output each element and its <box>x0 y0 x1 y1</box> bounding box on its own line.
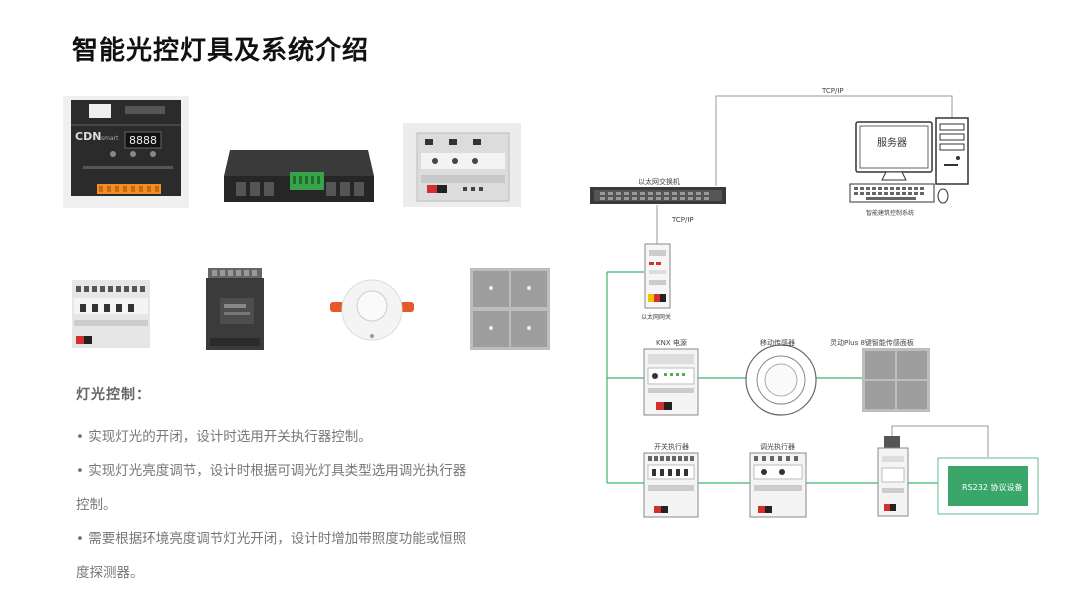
brand-sub-text: smart <box>101 135 119 142</box>
gateway-label: 以太网网关 <box>641 313 671 321</box>
page-title: 智能光控灯具及系统介绍 <box>72 36 370 66</box>
dimmer-label: 调光执行器 <box>760 442 795 451</box>
rs232-device <box>937 457 1039 515</box>
description-heading: 灯光控制： <box>76 387 151 403</box>
description-line-1: • 实现灯光的开闭，设计时选用开关执行器控制。 <box>76 429 372 445</box>
brand-text: CDN <box>75 130 101 143</box>
product-actuator <box>72 280 150 348</box>
display-digits: 8888 <box>129 134 157 147</box>
switch-actuator-label: 开关执行器 <box>654 442 689 451</box>
dimmer-actuator <box>749 452 807 518</box>
knx-power-supply <box>643 348 699 416</box>
product-power-supply <box>204 268 266 350</box>
description-line-2: • 实现灯光亮度调节，设计时根据可调光灯具类型选用调光执行器 <box>76 463 467 479</box>
rs232-label: RS232 协议设备 <box>962 482 1022 492</box>
tcpip-line-top <box>715 95 953 186</box>
ethernet-gateway <box>644 243 671 309</box>
lighting-control-description: 灯光控制： • 实现灯光的开闭，设计时选用开关执行器控制。 • 实现灯光亮度调节… <box>76 384 496 590</box>
smart-panel <box>862 348 930 412</box>
rs232-link-line <box>891 425 989 457</box>
motion-sensor <box>745 344 817 416</box>
description-line-3: 控制。 <box>76 497 117 513</box>
product-din-module: CDN smart 8888 <box>63 96 189 208</box>
server-label: 服务器 <box>877 136 907 149</box>
product-dark-controller <box>222 146 376 208</box>
server-caption: 智能建筑控制系统 <box>866 209 914 217</box>
knx-power-label: KNX 电源 <box>656 338 687 347</box>
product-4-key-panel <box>470 268 550 350</box>
motion-sensor-label: 移动传感器 <box>760 338 795 347</box>
description-line-5: 度探测器。 <box>76 565 144 581</box>
product-grey-module <box>403 123 521 207</box>
product-ceiling-sensor <box>328 272 416 348</box>
rs232-gateway <box>877 436 909 517</box>
tcpip-mid-label: TCP/IP <box>671 216 694 224</box>
server-workstation <box>849 117 969 204</box>
switch-label: 以太网交换机 <box>638 177 680 186</box>
ethernet-switch <box>590 187 726 204</box>
description-line-4: • 需要根据环境亮度调节灯光开闭，设计时增加带照度功能或恒照 <box>76 531 467 547</box>
tcpip-top-label: TCP/IP <box>821 87 844 95</box>
panel-label: 灵动Plus 8键智能传感面板 <box>830 338 914 347</box>
switch-actuator <box>643 452 699 518</box>
